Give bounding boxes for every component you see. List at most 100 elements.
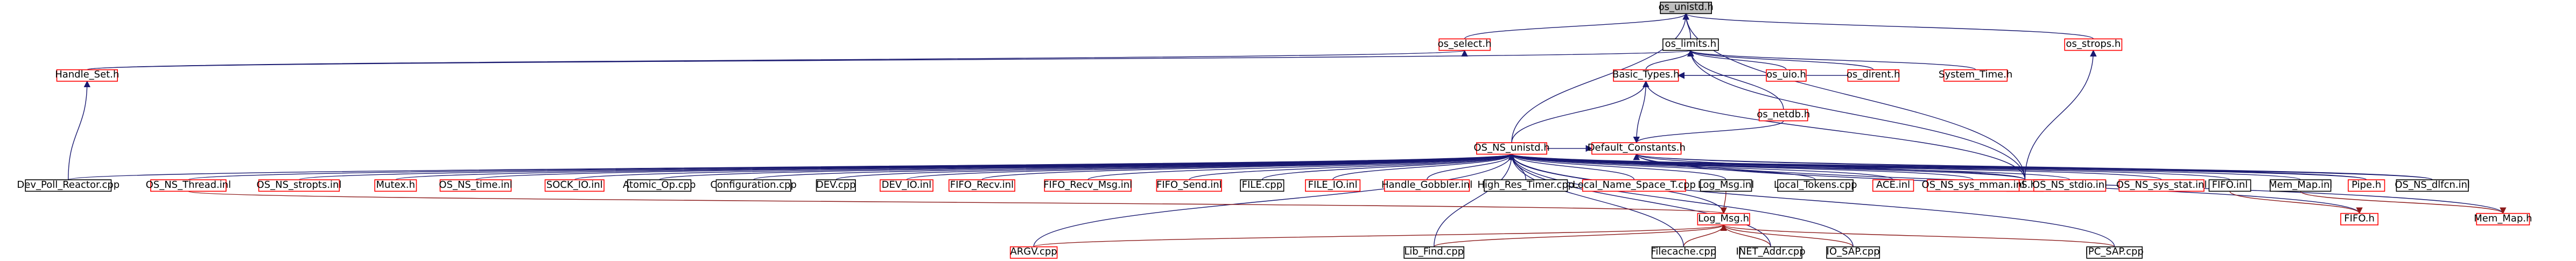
node-os-ns-thread-inl[interactable]: OS_NS_Thread.inl <box>146 179 231 192</box>
node-box <box>1847 69 1900 82</box>
node-basic-types-h[interactable]: Basic_Types.h <box>1612 69 1680 82</box>
edge-handle_gobbler_inl-to-os_ns_unistd_h <box>1426 153 1515 180</box>
node-label: FIFO.inl <box>2212 179 2248 191</box>
node-label: Log_Msg.inl <box>1698 179 1754 191</box>
node-os-limits-h[interactable]: os_limits.h <box>1662 38 1719 51</box>
edge-os_select_h-to-os_unistd_h <box>1464 12 1689 39</box>
node-log-msg-inl[interactable]: Log_Msg.inl <box>1698 179 1754 192</box>
node-label: os_limits.h <box>1665 38 1717 50</box>
node-box <box>150 179 227 192</box>
node-local-tokens-cpp[interactable]: Local_Tokens.cpp <box>1774 179 1857 192</box>
node-log-msg-h[interactable]: Log_Msg.h <box>1697 213 1750 225</box>
node-box <box>1943 69 2008 82</box>
node-handle-set-h[interactable]: Handle_Set.h <box>55 69 119 82</box>
node-os-netdb-h[interactable]: os_netdb.h <box>1757 109 1810 122</box>
node-label: Handle_Gobbler.inl <box>1381 179 1472 191</box>
node-dev-poll-reactor-cpp[interactable]: Dev_Poll_Reactor.cpp <box>17 179 120 192</box>
node-box <box>1476 142 1548 155</box>
node-box <box>627 179 692 192</box>
node-os-uio-h[interactable]: os_uio.h <box>1766 69 1807 82</box>
node-box <box>1591 142 1682 155</box>
node-label: OS_NS_stropts.inl <box>257 179 342 191</box>
node-label: os_strops.h <box>2066 38 2121 50</box>
node-box <box>2396 179 2469 192</box>
edge-inet_addr_cpp-to-log_msg_h <box>1720 224 1771 247</box>
node-handle-gobbler-inl[interactable]: Handle_Gobbler.inl <box>1381 179 1472 192</box>
edge-os_ns_thread_inl-to-log_msg_h <box>188 191 1726 214</box>
node-file-io-inl[interactable]: FILE_IO.inl <box>1305 179 1361 192</box>
node-filecache-cpp[interactable]: Filecache.cpp <box>1651 246 1716 259</box>
node-local-name-space-t-cpp[interactable]: Local_Name_Space_T.cpp <box>1573 179 1696 192</box>
node-label: FIFO_Recv.inl <box>950 179 1014 191</box>
node-os-ns-stropts-inl[interactable]: OS_NS_stropts.inl <box>257 179 342 192</box>
node-inet-addr-cpp[interactable]: INET_Addr.cpp <box>1736 246 1806 259</box>
node-box <box>56 69 118 82</box>
node-dev-io-inl[interactable]: DEV_IO.inl <box>880 179 933 192</box>
node-configuration-cpp[interactable]: Configuration.cpp <box>710 179 797 192</box>
node-atomic-op-cpp[interactable]: Atomic_Op.cpp <box>623 179 696 192</box>
node-high-res-timer-cpp[interactable]: High_Res_Timer.cpp <box>1477 179 1574 192</box>
edge-fifo_recv_inl-to-os_ns_unistd_h <box>981 153 1515 180</box>
node-file-cpp[interactable]: FILE.cpp <box>1240 179 1285 192</box>
node-label: ARGV.cpp <box>1010 246 1057 257</box>
node-fifo-inl[interactable]: FIFO.inl <box>2208 179 2251 192</box>
node-box <box>1484 179 1568 192</box>
edge-io_sap_cpp-to-os_ns_unistd_h <box>1508 153 1854 247</box>
node-os-ns-sys-mman-inl[interactable]: OS_NS_sys_mman.inl <box>1922 179 2025 192</box>
node-os-dirent-h[interactable]: os_dirent.h <box>1847 69 1900 82</box>
node-ace-inl[interactable]: ACE.inl <box>1872 179 1914 192</box>
edge-default_constants_h-to-basic_types_h <box>1636 80 1650 143</box>
node-box <box>544 179 605 192</box>
edge-file_io_inl-to-os_ns_unistd_h <box>1332 153 1515 180</box>
edge-fifo_inl-to-fifo_h <box>2229 191 2363 214</box>
node-os-ns-stdio-inl[interactable]: OS_NS_stdio.inl <box>2032 179 2107 192</box>
node-pipe-h[interactable]: Pipe.h <box>2348 179 2385 192</box>
node-sock-io-inl[interactable]: SOCK_IO.inl <box>544 179 605 192</box>
node-os-unistd-h[interactable]: os_unistd.h <box>1659 2 1714 15</box>
edge-filecache_cpp-to-log_msg_h <box>1683 224 1727 247</box>
node-label: OS_NS_sys_stat.inl <box>2116 179 2207 191</box>
node-fifo-h[interactable]: FIFO.h <box>2340 213 2378 225</box>
node-argv-cpp[interactable]: ARGV.cpp <box>1009 246 1058 259</box>
node-os-select-h[interactable]: os_select.h <box>1437 38 1492 51</box>
node-box <box>1872 179 1914 192</box>
node-fifo-send-inl[interactable]: FIFO_Send.inl <box>1156 179 1222 192</box>
node-lib-find-cpp[interactable]: Lib_Find.cpp <box>1403 246 1465 259</box>
node-box <box>1582 179 1686 192</box>
node-box <box>1700 179 1752 192</box>
node-box <box>2118 179 2205 192</box>
node-default-constants-h[interactable]: Default_Constants.h <box>1588 142 1686 155</box>
node-label: os_unistd.h <box>1659 2 1714 13</box>
node-label: OS_NS_Thread.inl <box>146 179 231 191</box>
node-os-ns-time-inl[interactable]: OS_NS_time.inl <box>439 179 513 192</box>
node-box <box>374 179 417 192</box>
node-label: Atomic_Op.cpp <box>623 179 696 191</box>
node-label: OS_NS_dlfcn.inl <box>2395 179 2470 191</box>
node-mem-map-inl[interactable]: Mem_Map.inl <box>2269 179 2332 192</box>
node-label: OS_NS_unistd.h <box>1473 142 1549 153</box>
node-dev-cpp[interactable]: DEV.cpp <box>816 179 856 192</box>
node-os-strops-h[interactable]: os_strops.h <box>2064 38 2123 51</box>
edge-os_h-to-os_limits_h <box>1687 50 2026 180</box>
node-os-ns-sys-stat-inl[interactable]: OS_NS_sys_stat.inl <box>2116 179 2207 192</box>
node-fifo-recv-inl[interactable]: FIFO_Recv.inl <box>948 179 1015 192</box>
edge-fifo_recv_msg_inl-to-os_ns_unistd_h <box>1087 153 1515 180</box>
node-mutex-h[interactable]: Mutex.h <box>374 179 417 192</box>
node-os-ns-dlfcn-inl[interactable]: OS_NS_dlfcn.inl <box>2395 179 2470 192</box>
edge-system_time_h-to-os_limits_h <box>1687 50 1976 70</box>
edge-sock_io_inl-to-os_ns_unistd_h <box>574 153 1515 180</box>
node-fifo-recv-msg-inl[interactable]: FIFO_Recv_Msg.inl <box>1043 179 1132 192</box>
edge-os_ns_thread_inl-to-os_ns_unistd_h <box>188 153 1515 180</box>
node-io-sap-cpp[interactable]: IO_SAP.cpp <box>1826 246 1880 259</box>
edge-os_strops_h-to-os_unistd_h <box>1682 12 2094 39</box>
edge-argv_cpp-to-os_ns_unistd_h <box>1033 153 1515 247</box>
edge-log_msg_inl-to-log_msg_h <box>1720 191 1728 214</box>
node-os-ns-unistd-h[interactable]: OS_NS_unistd.h <box>1473 142 1550 155</box>
node-box <box>1758 109 1808 122</box>
node-label: Mem_Map.h <box>2474 213 2532 224</box>
node-system-time-h[interactable]: System_Time.h <box>1939 69 2012 82</box>
node-mem-map-h[interactable]: Mem_Map.h <box>2474 213 2532 225</box>
edge-file_cpp-to-os_ns_unistd_h <box>1261 153 1515 180</box>
node-ipc-sap-cpp[interactable]: IPC_SAP.cpp <box>2086 246 2144 259</box>
node-box <box>1044 179 1132 192</box>
